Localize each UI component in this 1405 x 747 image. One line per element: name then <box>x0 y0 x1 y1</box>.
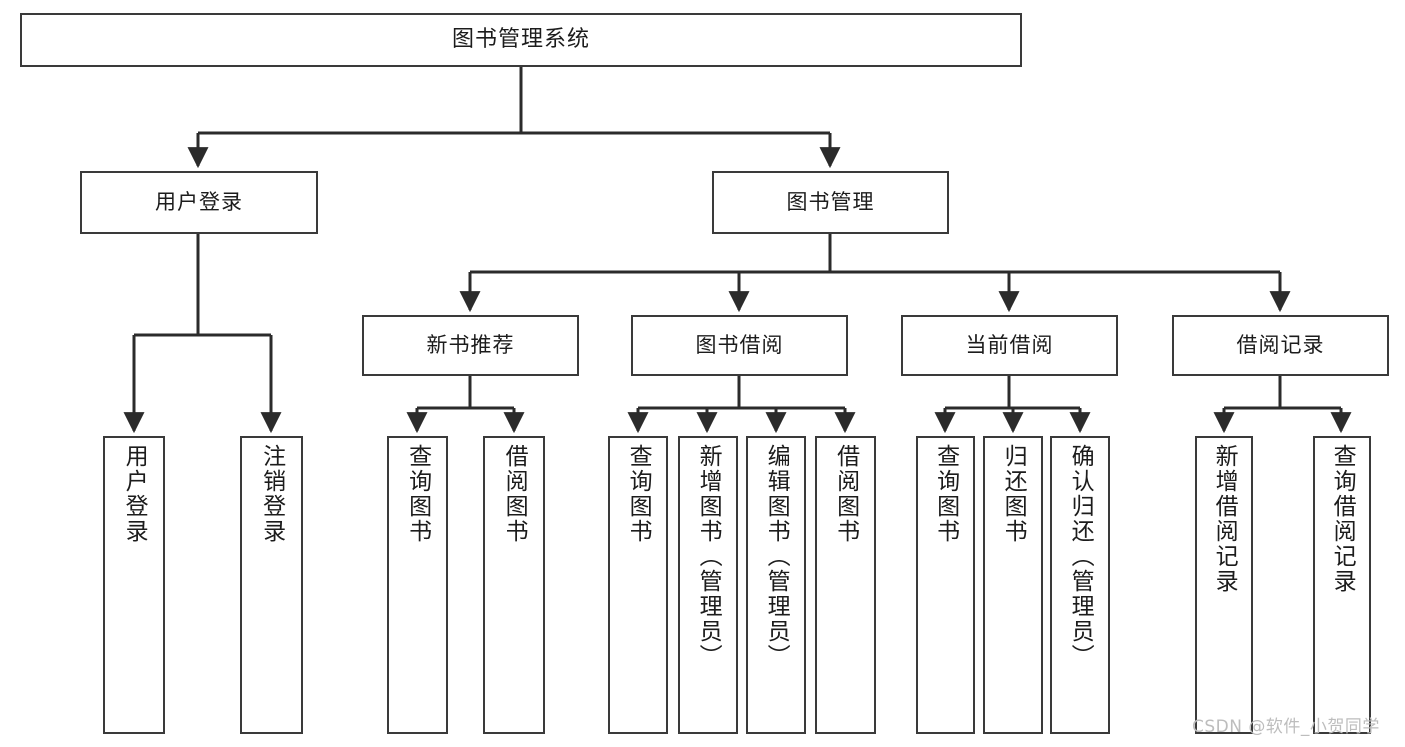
leaf-logout-label: 注销登录 <box>258 444 285 544</box>
leaf-borrow-book-1[interactable]: 借阅图书 <box>483 436 545 734</box>
node-current-borrow[interactable]: 当前借阅 <box>901 315 1118 376</box>
node-user-login[interactable]: 用户登录 <box>80 171 318 234</box>
leaf-query-book-3[interactable]: 查询图书 <box>916 436 975 734</box>
leaf-logout[interactable]: 注销登录 <box>240 436 303 734</box>
leaf-query-book-2[interactable]: 查询图书 <box>608 436 668 734</box>
node-root[interactable]: 图书管理系统 <box>20 13 1022 67</box>
node-borrow-record[interactable]: 借阅记录 <box>1172 315 1389 376</box>
leaf-query-book-3-label: 查询图书 <box>932 444 959 544</box>
node-new-book-recommendation-label: 新书推荐 <box>426 333 515 358</box>
leaf-add-record-label: 新增借阅记录 <box>1211 444 1238 594</box>
leaf-user-login-label: 用户登录 <box>121 444 148 544</box>
node-book-manage-label: 图书管理 <box>786 190 875 215</box>
leaf-borrow-book-2[interactable]: 借阅图书 <box>815 436 876 734</box>
leaf-confirm-return-label: 确认归还（管理员） <box>1067 444 1094 669</box>
watermark: CSDN @软件_小贺同学 <box>1192 717 1380 737</box>
leaf-confirm-return[interactable]: 确认归还（管理员） <box>1050 436 1110 734</box>
leaf-borrow-book-1-label: 借阅图书 <box>501 444 528 544</box>
node-borrow-record-label: 借阅记录 <box>1236 333 1325 358</box>
node-user-login-label: 用户登录 <box>155 190 243 215</box>
leaf-edit-book[interactable]: 编辑图书（管理员） <box>746 436 806 734</box>
leaf-edit-book-label: 编辑图书（管理员） <box>763 444 790 669</box>
leaf-user-login[interactable]: 用户登录 <box>103 436 165 734</box>
node-current-borrow-label: 当前借阅 <box>965 333 1054 358</box>
leaf-query-book-1[interactable]: 查询图书 <box>387 436 448 734</box>
node-book-borrow-label: 图书借阅 <box>695 333 784 358</box>
leaf-return-book-label: 归还图书 <box>1000 444 1027 544</box>
leaf-add-book-label: 新增图书（管理员） <box>695 444 722 669</box>
leaf-query-record-label: 查询借阅记录 <box>1329 444 1356 594</box>
leaf-query-book-1-label: 查询图书 <box>404 444 431 544</box>
leaf-borrow-book-2-label: 借阅图书 <box>832 444 859 544</box>
node-new-book-recommendation[interactable]: 新书推荐 <box>362 315 579 376</box>
node-book-borrow[interactable]: 图书借阅 <box>631 315 848 376</box>
leaf-add-record[interactable]: 新增借阅记录 <box>1195 436 1253 734</box>
node-root-label: 图书管理系统 <box>451 27 590 53</box>
leaf-query-book-2-label: 查询图书 <box>625 444 652 544</box>
leaf-query-record[interactable]: 查询借阅记录 <box>1313 436 1371 734</box>
node-book-manage[interactable]: 图书管理 <box>712 171 949 234</box>
leaf-add-book[interactable]: 新增图书（管理员） <box>678 436 738 734</box>
leaf-return-book[interactable]: 归还图书 <box>983 436 1043 734</box>
